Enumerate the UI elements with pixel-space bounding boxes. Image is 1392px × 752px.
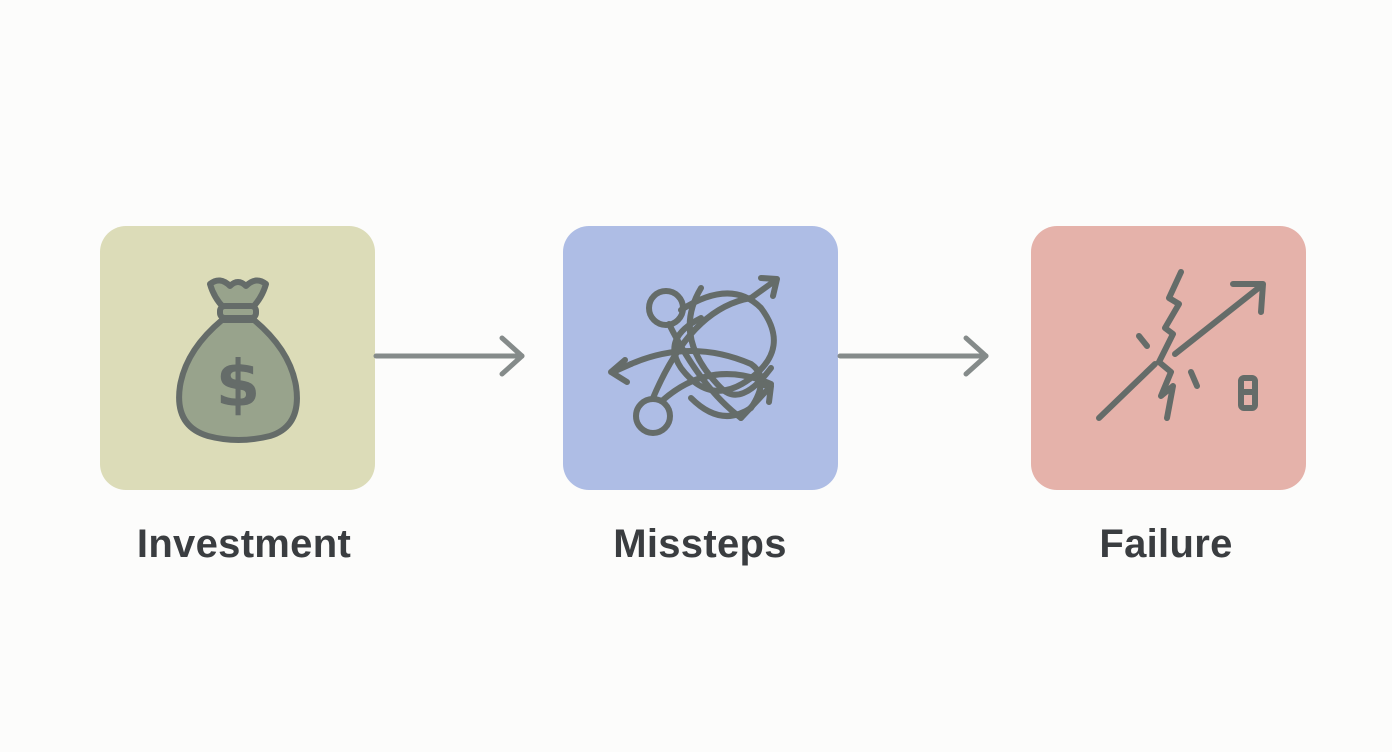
missteps-card [563,226,838,490]
tangled-arrows-icon [607,275,780,436]
svg-text:$: $ [215,348,260,422]
missteps-label: Missteps [613,522,787,566]
failure-label: Failure [1099,522,1233,566]
flow-arrow-2 [837,335,989,377]
broken-arrow-icon [1095,269,1266,421]
money-bag-icon: $ [175,277,300,443]
failure-card [1031,226,1306,490]
investment-label: Investment [136,522,352,566]
flow-arrow-1 [373,335,525,377]
investment-card: $ [100,226,375,490]
